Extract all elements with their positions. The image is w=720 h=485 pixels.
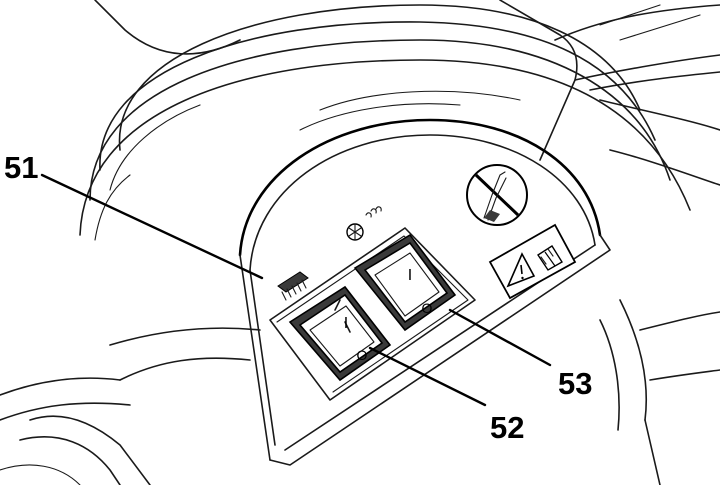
callout-leaders [40,173,552,407]
callout-53: 53 [558,366,593,401]
warning-manual-label [488,223,577,300]
control-panel: I O I O [238,90,611,466]
brush-switch-off-symbol: O [357,347,368,363]
callout-51: 51 [4,150,39,185]
vacuum-motor-icon [346,206,382,241]
vacuum-switch-off-symbol: O [422,300,433,316]
vacuum-switch-on-symbol: I [408,267,412,284]
brush-switch-on-symbol: I [344,315,348,332]
leader-line-51 [40,173,264,280]
vacuum-rocker-switch[interactable]: I O [353,233,457,332]
brush-rocker-switch[interactable]: I O [288,285,392,382]
brush-icon [277,271,309,301]
leader-line-53 [448,308,552,367]
warning-triangle-icon [506,252,536,288]
leader-line-52 [368,346,487,407]
no-step-prohibition-icon [466,164,528,226]
callout-52: 52 [490,410,525,445]
read-manual-book-icon [537,245,563,271]
